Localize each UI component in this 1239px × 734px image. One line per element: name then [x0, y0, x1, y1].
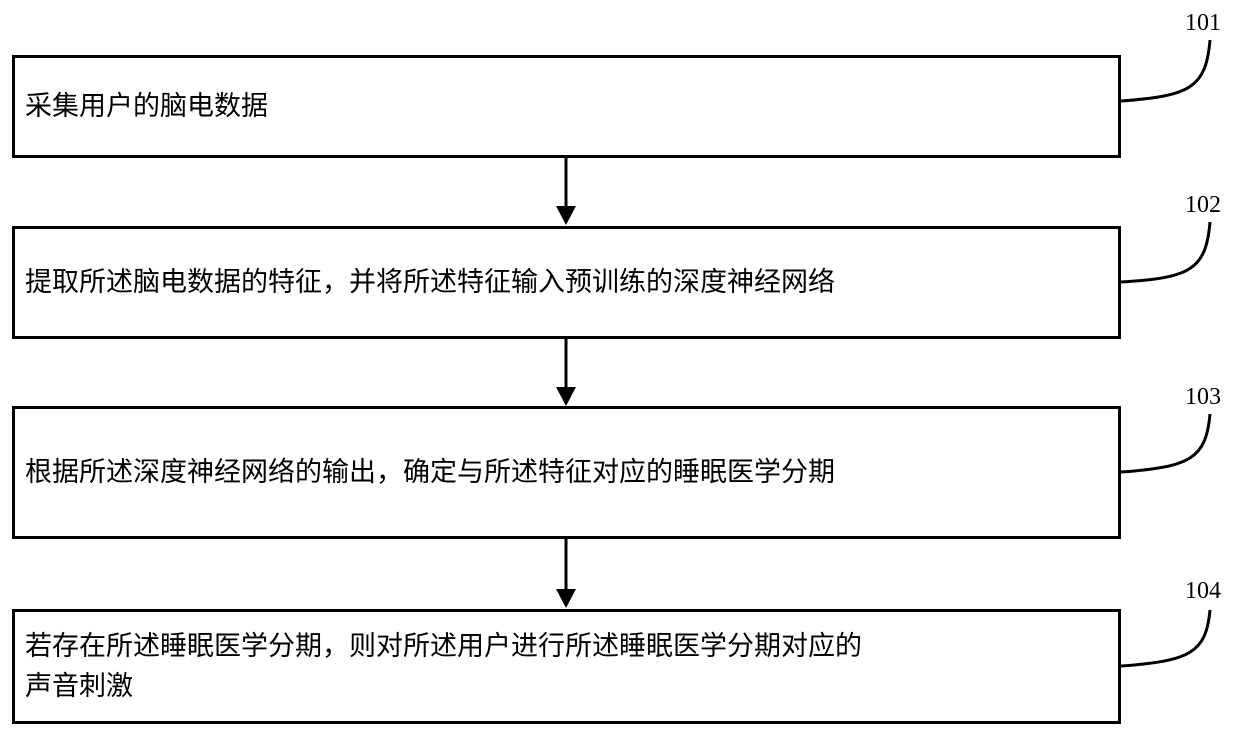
leader-line-103	[1121, 414, 1210, 472]
step-box-101: 采集用户的脑电数据	[12, 55, 1121, 158]
step-text-103: 根据所述深度神经网络的输出，确定与所述特征对应的睡眠医学分期	[15, 453, 845, 493]
step-box-103: 根据所述深度神经网络的输出，确定与所述特征对应的睡眠医学分期	[12, 406, 1121, 539]
ref-label-103: 103	[1185, 384, 1221, 410]
step-text-101: 采集用户的脑电数据	[15, 87, 278, 127]
step-text-104: 若存在所述睡眠医学分期，则对所述用户进行所述睡眠医学分期对应的 声音刺激	[15, 627, 872, 707]
step-text-102: 提取所述脑电数据的特征，并将所述特征输入预训练的深度神经网络	[15, 263, 845, 303]
step-box-102: 提取所述脑电数据的特征，并将所述特征输入预训练的深度神经网络	[12, 226, 1121, 339]
ref-label-104: 104	[1185, 578, 1221, 604]
leader-line-101	[1121, 40, 1210, 101]
leader-line-102	[1121, 222, 1210, 282]
step-box-104: 若存在所述睡眠医学分期，则对所述用户进行所述睡眠医学分期对应的 声音刺激	[12, 609, 1121, 724]
ref-label-102: 102	[1185, 192, 1221, 218]
ref-label-101: 101	[1185, 10, 1221, 36]
leader-line-104	[1121, 610, 1210, 666]
